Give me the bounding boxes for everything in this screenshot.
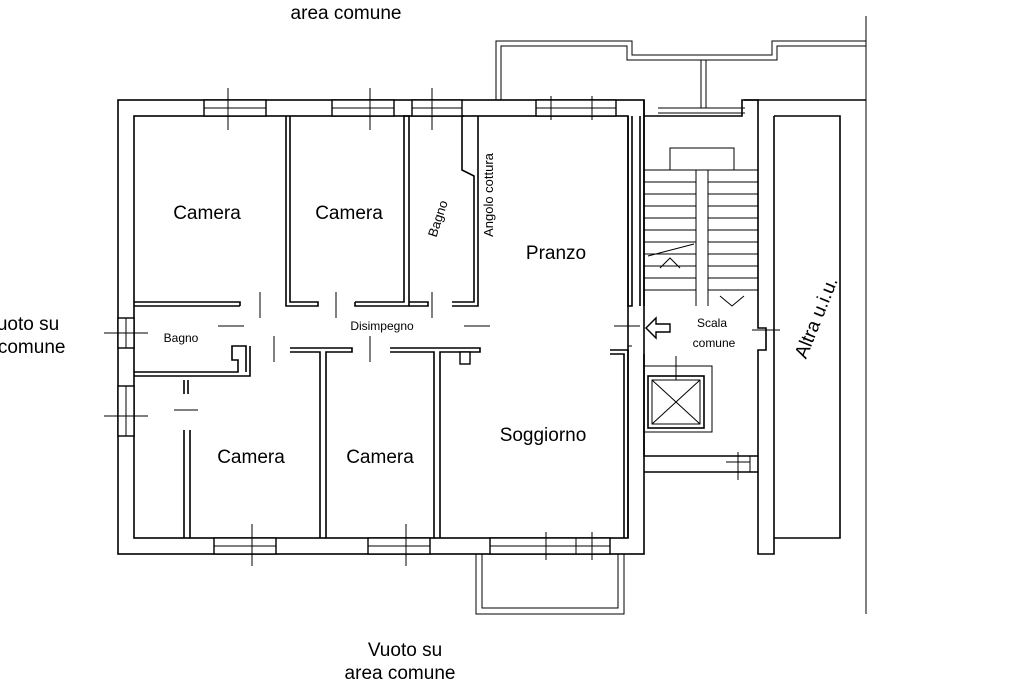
elevator <box>643 354 758 480</box>
label-left-exterior-line2: area comune <box>0 337 65 358</box>
label-camera-1: Camera <box>173 203 241 224</box>
label-bottom-exterior-line2: area comune <box>345 663 456 682</box>
common-stair <box>639 99 780 555</box>
label-top-exterior: area comune <box>291 3 402 24</box>
label-angolo-cottura: Angolo cottura <box>481 152 496 237</box>
label-camera-4: Camera <box>346 447 414 468</box>
label-altra-uiu: Altra u.i.u. <box>791 274 843 361</box>
label-disimpegno: Disimpegno <box>350 319 414 333</box>
label-scala-line1: Scala <box>697 316 727 330</box>
label-pranzo: Pranzo <box>526 243 586 264</box>
top-balcony <box>495 40 866 114</box>
label-camera-3: Camera <box>217 447 285 468</box>
bottom-balcony <box>475 554 625 615</box>
other-unit <box>744 99 866 539</box>
label-left-exterior-line1: Vuoto su <box>0 314 59 335</box>
label-scala-line2: comune <box>693 336 736 350</box>
entrance-arrow <box>645 316 671 340</box>
label-soggiorno: Soggiorno <box>500 425 587 446</box>
label-bottom-exterior-line1: Vuoto su <box>368 640 442 661</box>
label-camera-2: Camera <box>315 203 383 224</box>
windows <box>104 88 617 566</box>
label-bagno-left: Bagno <box>164 331 199 345</box>
room-walls <box>134 115 633 538</box>
label-bagno-upper: Bagno <box>425 198 451 238</box>
stair-treads <box>644 169 758 291</box>
door-marks <box>218 292 640 362</box>
